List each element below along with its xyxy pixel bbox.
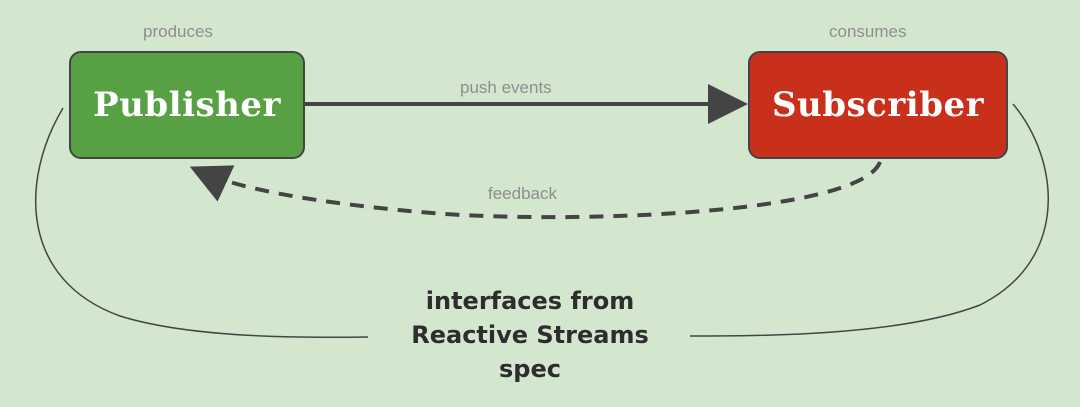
publisher-node: Publisher [69, 51, 305, 159]
spec-note: interfaces from Reactive Streams spec [380, 284, 680, 386]
subscriber-node: Subscriber [748, 51, 1008, 159]
spec-link-right [689, 103, 1049, 337]
subscriber-label: Subscriber [771, 85, 985, 125]
consumes-caption: consumes [829, 22, 907, 41]
produces-caption: produces [143, 22, 213, 41]
feedback-arrow [189, 161, 882, 220]
spec-line-1: interfaces from [425, 287, 635, 315]
feedback-label: feedback [488, 184, 557, 203]
push-events-label: push events [460, 78, 552, 97]
spec-line-3: spec [499, 355, 561, 383]
publisher-label: Publisher [93, 85, 281, 125]
spec-link-left [34, 107, 369, 339]
spec-line-2: Reactive Streams [411, 321, 649, 349]
